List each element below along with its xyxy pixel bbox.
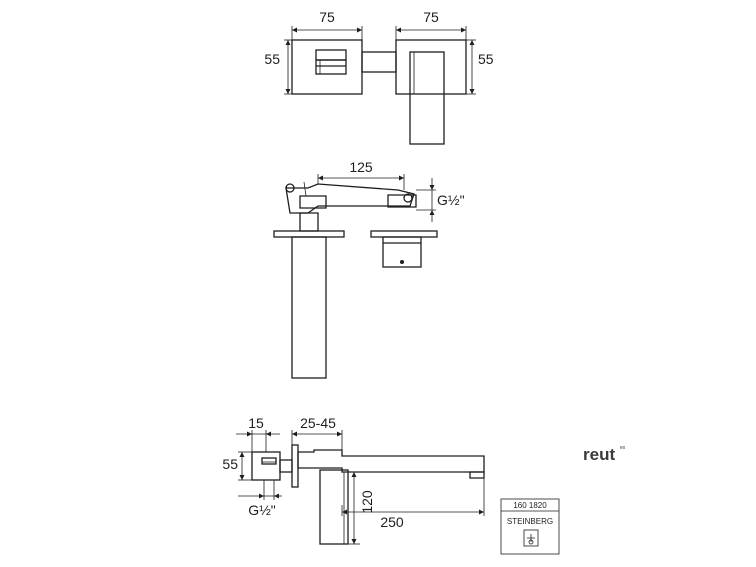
label-code: 160 1820 [513, 501, 547, 510]
top-connector [361, 51, 397, 73]
brand-logo: reut ex [583, 445, 626, 464]
front-handle-neck [299, 212, 319, 232]
top-width-right-label: 75 [423, 9, 439, 25]
front-left-body [291, 236, 327, 379]
side-reach-label: 250 [380, 514, 404, 530]
top-left-block [291, 39, 363, 95]
top-height-left-label: 55 [264, 51, 280, 67]
top-left-lever-slot [315, 49, 347, 61]
side-wall-plate [291, 444, 299, 488]
faucet-thumbnail-icon [523, 529, 539, 547]
brand-logo-mark: ex [620, 445, 626, 451]
front-spout-length-label: 125 [349, 159, 373, 175]
label-box: 160 1820 STEINBERG [500, 498, 560, 555]
top-left-lever [315, 59, 347, 75]
label-collection: STEINBERG [507, 517, 553, 526]
side-spout [297, 449, 485, 473]
side-view: 15 25-45 55 G½" 120 250 [222, 415, 485, 545]
front-thread-label: G½" [437, 192, 465, 208]
top-view: 75 75 55 55 [264, 9, 494, 145]
top-right-block [395, 39, 467, 95]
front-aerator [387, 194, 417, 208]
top-spout [409, 51, 445, 145]
brand-logo-text: reut [583, 445, 615, 464]
side-drop-label: 120 [359, 490, 375, 514]
front-left-plate [273, 230, 345, 238]
side-lower-body [319, 469, 349, 545]
front-right-body [382, 236, 422, 268]
side-valve-body [251, 451, 281, 481]
front-right-plate [370, 230, 438, 238]
top-height-right-label: 55 [478, 51, 494, 67]
side-height-label: 55 [222, 456, 238, 472]
side-wall-range-label: 25-45 [300, 415, 336, 431]
side-thread-label: G½" [248, 502, 276, 518]
top-width-left-label: 75 [319, 9, 335, 25]
front-view: 125 G½" [273, 159, 465, 379]
side-offset-label: 15 [248, 415, 264, 431]
